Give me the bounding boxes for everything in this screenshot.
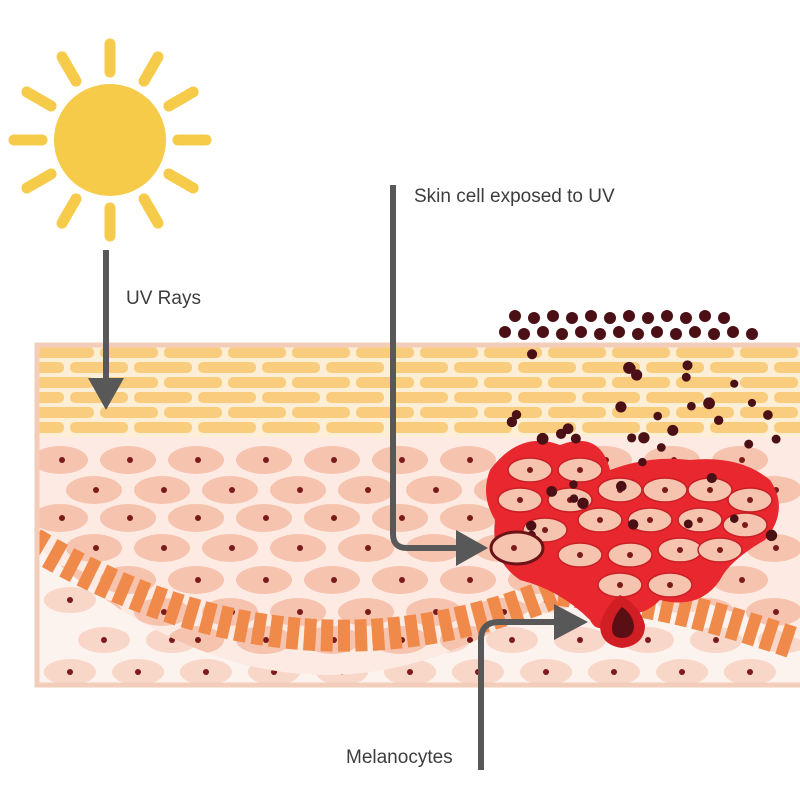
stratum-corneum-background	[36, 345, 800, 437]
skin-cross-section	[36, 345, 800, 685]
melanocyte-arrow-icon	[478, 604, 588, 770]
skin-border	[34, 342, 800, 688]
skin-cell-arrow-icon	[390, 185, 488, 566]
melanocytes-label: Melanocytes	[346, 747, 453, 768]
sun-icon	[8, 38, 212, 242]
arrow-down-icon	[88, 250, 124, 410]
melanin-granules	[499, 310, 781, 544]
exposed-cell-nucleus	[511, 545, 517, 551]
melanocyte-icon	[600, 595, 645, 648]
skin-cell-label: Skin cell exposed to UV	[414, 186, 615, 207]
uv-rays-label: UV Rays	[126, 288, 201, 309]
stratum-corneum	[36, 347, 800, 433]
